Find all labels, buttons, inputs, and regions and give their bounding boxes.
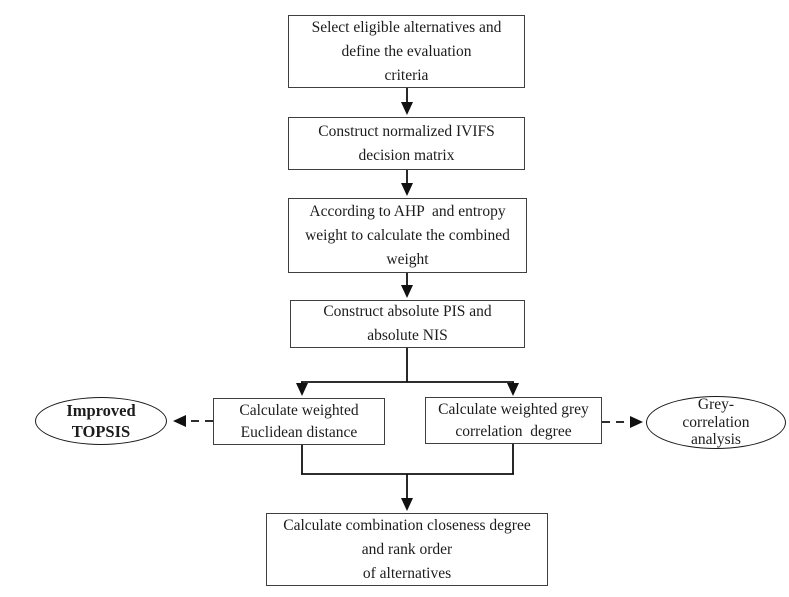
step-label: Construct normalized IVIFS decision matr… <box>318 122 495 164</box>
step-label: Calculate combination closeness degree a… <box>283 516 531 582</box>
method-grey-correlation-analysis: Grey- correlation analysis <box>646 396 786 449</box>
step-select-alternatives: Select eligible alternatives and define … <box>288 15 525 88</box>
step-combined-weight: According to AHP and entropy weight to c… <box>288 198 527 273</box>
step-absolute-pis-nis: Construct absolute PIS and absolute NIS <box>290 300 525 348</box>
step-label: Calculate weighted Euclidean distance <box>239 401 359 441</box>
step-closeness-degree: Calculate combination closeness degree a… <box>266 513 548 586</box>
step-label: Calculate weighted grey correlation degr… <box>438 400 589 440</box>
step-grey-correlation-degree: Calculate weighted grey correlation degr… <box>425 397 602 444</box>
method-improved-topsis: Improved TOPSIS <box>35 397 167 445</box>
step-label: Select eligible alternatives and define … <box>311 18 502 84</box>
step-euclidean-distance: Calculate weighted Euclidean distance <box>213 398 385 445</box>
method-label: Improved TOPSIS <box>66 401 136 441</box>
step-normalized-matrix: Construct normalized IVIFS decision matr… <box>288 117 525 170</box>
method-label: Grey- correlation analysis <box>682 396 750 449</box>
step-label: According to AHP and entropy weight to c… <box>305 202 510 268</box>
step-label: Construct absolute PIS and absolute NIS <box>323 303 492 344</box>
